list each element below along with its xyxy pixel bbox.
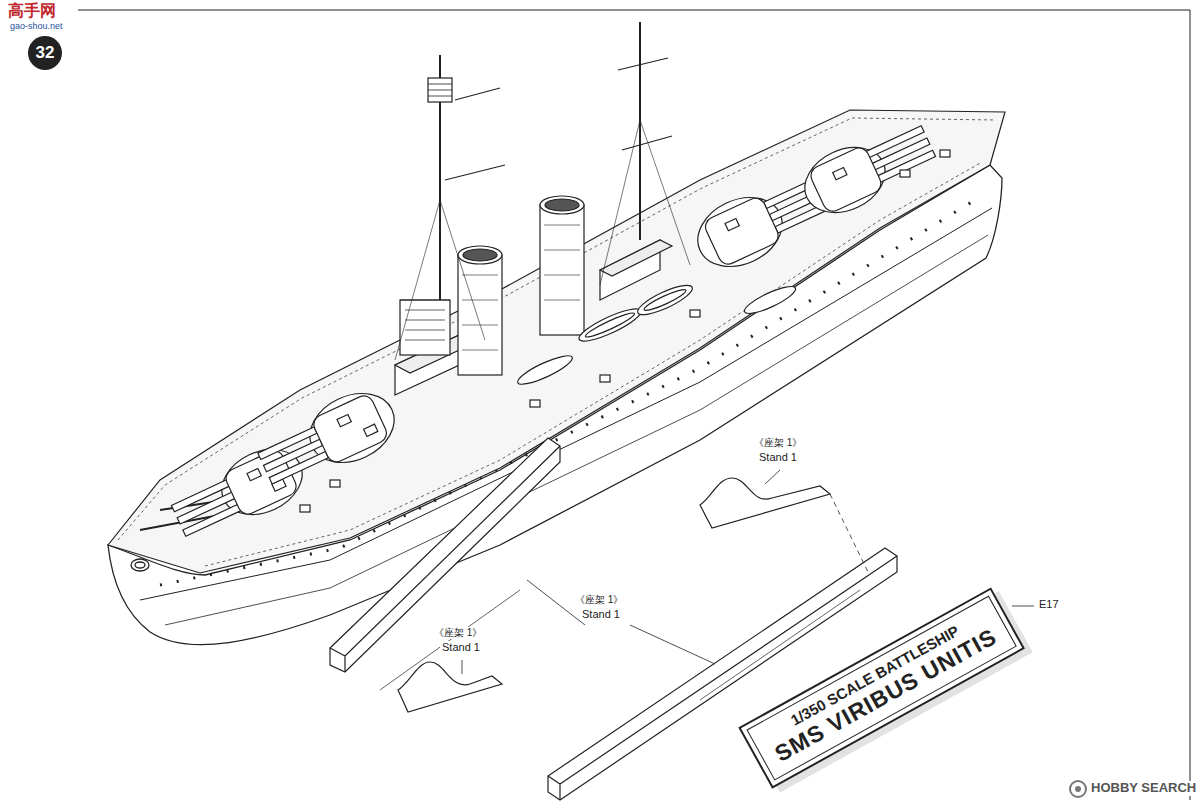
part-name: 《座架 1》 (432, 627, 484, 639)
page-number: 32 (28, 36, 62, 70)
watermark: 高手网 (6, 2, 58, 20)
plate-text: SMS VIRIBUS UNITIS (771, 623, 1002, 768)
part-name: 《座架 1》 (573, 594, 625, 606)
part-number: E17 (1037, 598, 1061, 611)
page-number-text: 32 (36, 43, 55, 63)
page-frame (78, 10, 1190, 800)
masts (395, 22, 690, 360)
part-name: Stand 1 (580, 608, 622, 621)
gun-turrets (166, 114, 941, 548)
part-name: Stand 1 (757, 451, 799, 464)
watermark: gao-shou.net (8, 21, 65, 31)
plate-text: 1/350 SCALE BATTLESHIP (762, 608, 989, 745)
part-name: Stand 1 (440, 641, 482, 654)
watermark-logo (1070, 781, 1086, 797)
deck (108, 110, 1005, 573)
watermark: HOBBY SEARCH (1089, 781, 1198, 796)
name-plate: 1/350 SCALE BATTLESHIPSMS VIRIBUS UNITIS (739, 587, 1026, 788)
part-name: 《座架 1》 (752, 437, 804, 449)
superstructure (300, 150, 950, 512)
